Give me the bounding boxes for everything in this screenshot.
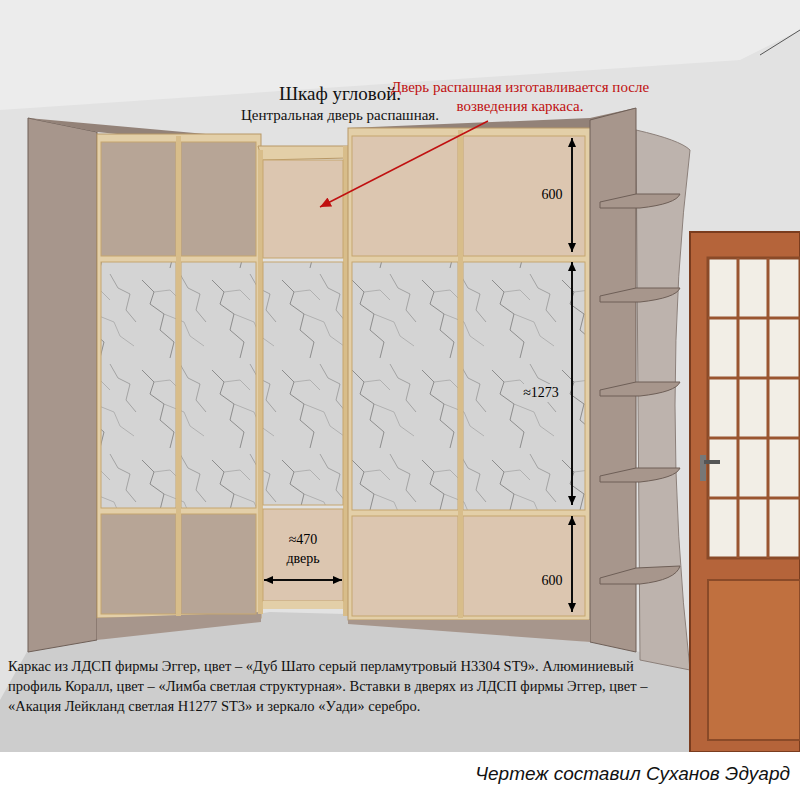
subtitle-text: Центральная дверь распашная. — [190, 106, 490, 125]
dimension-label: ≈1273 — [514, 384, 568, 402]
caption-text: Каркас из ЛДСП фирмы Эггер, цвет – «Дуб … — [8, 656, 684, 716]
dimension-label: ≈470 — [266, 531, 340, 549]
dimension-label: дверь — [266, 550, 340, 568]
author-signature: Чертеж составил Суханов Эдуард — [360, 762, 790, 786]
callout-note: Дверь распашная изготавливается после во… — [382, 78, 658, 116]
dimension-label: 600 — [536, 186, 568, 204]
dimension-label: 600 — [536, 572, 568, 590]
